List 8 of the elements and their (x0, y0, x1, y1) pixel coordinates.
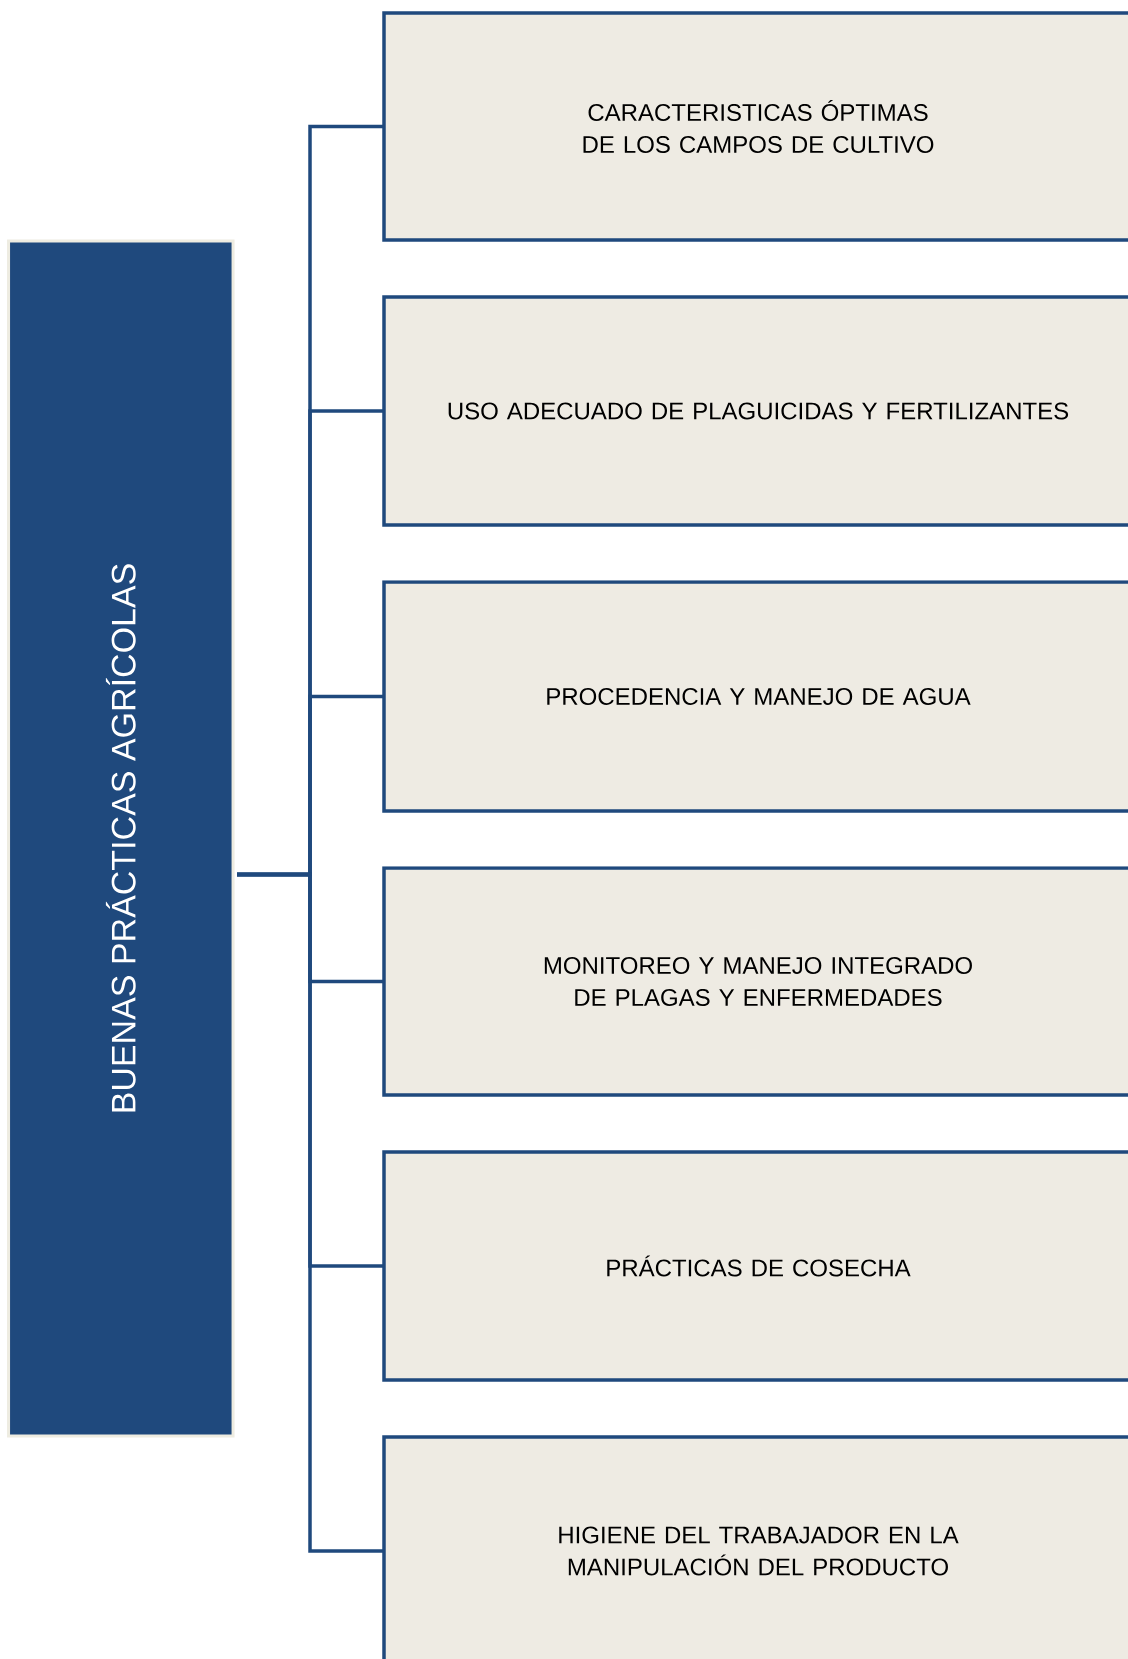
category-box: PROCEDENCIA Y MANEJO DE AGUA (382, 580, 1128, 813)
connector-line (237, 872, 384, 1553)
category-box: MONITOREO Y MANEJO INTEGRADO DE PLAGAS Y ENFERMEDADES (382, 866, 1128, 1097)
category-box: USO ADECUADO DE PLAGUICIDAS Y FERTILIZANTES (382, 295, 1128, 527)
category-box: PRÁCTICAS DE COSECHA (382, 1150, 1128, 1382)
title-box: BUENAS PRÁCTICAS AGRÍCOLAS (7, 239, 235, 1438)
category-box: CARACTERISTICAS ÓPTIMAS DE LOS CAMPOS DE CULTIVO (382, 11, 1128, 242)
category-box: HIGIENE DEL TRABAJADOR EN LA MANIPULACIÓN DEL PRODUCTO (382, 1435, 1128, 1659)
